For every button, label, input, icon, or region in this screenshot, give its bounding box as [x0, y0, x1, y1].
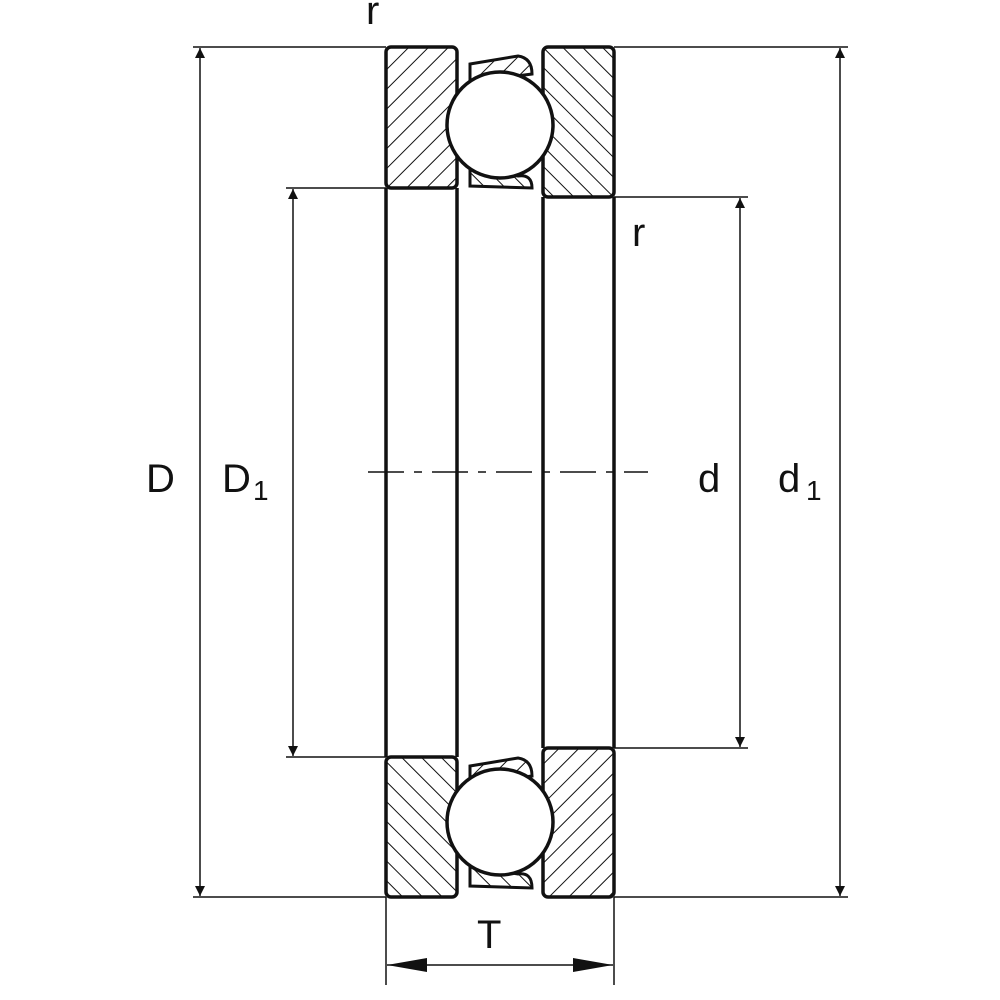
ball-bottom [445, 767, 555, 877]
label-r-right: r [632, 211, 645, 255]
label-D1-subscript: 1 [253, 475, 269, 506]
label-D1: D [222, 457, 251, 501]
label-d1-subscript: 1 [806, 475, 822, 506]
label-d: d [698, 457, 720, 501]
label-D: D [146, 457, 175, 501]
ball-top [445, 70, 555, 180]
extension-lines [193, 46, 848, 985]
label-d1: d [778, 457, 800, 501]
label-r-top: r [366, 0, 379, 33]
label-T: T [477, 913, 501, 957]
